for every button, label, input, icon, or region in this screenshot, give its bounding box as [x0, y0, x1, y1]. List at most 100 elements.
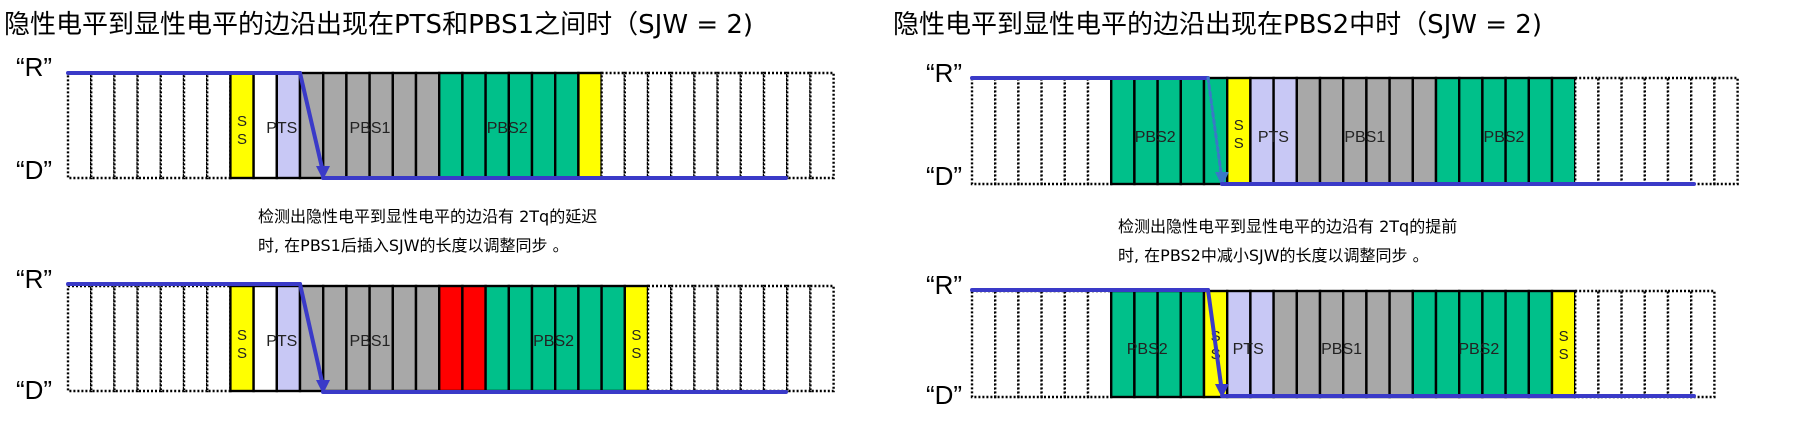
- pbs2-segment: [507, 284, 534, 393]
- pbs1-segment: [1388, 289, 1414, 399]
- pts-label: PTS: [266, 120, 297, 137]
- pts-label: PTS: [1258, 129, 1289, 146]
- sync-cell: [136, 71, 163, 180]
- pbs2-label: PBS2: [533, 333, 574, 350]
- pbs1-label: PBS1: [1344, 129, 1385, 146]
- pbs2-label: PBS2: [1484, 129, 1525, 146]
- level-d-label: “D”: [926, 380, 963, 410]
- pbs2-segment: [1179, 289, 1206, 399]
- edge-shift-line: [1206, 76, 1224, 182]
- edge-transition: [298, 282, 325, 388]
- pbs1-segment: [391, 284, 418, 393]
- sync-cell: [1017, 289, 1043, 399]
- advance-note-line: 时, 在PBS2中减小SJW的长度以调整同步 。: [1118, 246, 1429, 265]
- pbs1-segment: [1411, 76, 1438, 186]
- ss-label: S: [237, 113, 247, 130]
- sync-cell: [1040, 76, 1066, 186]
- sync-cell: [994, 76, 1020, 186]
- edge-arrowhead: [316, 166, 330, 180]
- sync-cell: [623, 71, 650, 180]
- pbs2-segment: [1179, 76, 1206, 186]
- level-r-label: “R”: [926, 270, 963, 300]
- pbs2-segment: [1527, 289, 1554, 399]
- ss-label: S: [631, 327, 641, 344]
- pbs2-segment: [461, 71, 487, 180]
- pbs2-segment: [600, 284, 626, 393]
- pbs2-label: PBS2: [1127, 341, 1168, 358]
- sync-cell: [1086, 76, 1113, 186]
- pbs1-segment: [1272, 289, 1298, 399]
- sync-cell: [646, 284, 673, 393]
- sync-cell: [970, 289, 997, 399]
- sync-cell: [159, 284, 186, 393]
- ss-label: S: [1234, 117, 1244, 134]
- sync-cell: [182, 71, 209, 180]
- pbs2-segment: [577, 284, 603, 393]
- sync-cell: [1643, 76, 1670, 186]
- pbs1-segment: [391, 71, 418, 180]
- pbs2-segment: [1434, 289, 1461, 399]
- pbs1-segment: [1365, 289, 1391, 399]
- pbs2-segment: [1411, 289, 1438, 399]
- ss-label: S: [237, 345, 247, 362]
- sync-cell: [89, 71, 116, 180]
- pbs2-segment: [438, 71, 464, 180]
- level-r-label: “R”: [926, 58, 963, 88]
- sync-cell: [205, 71, 232, 180]
- sync-cell: [994, 289, 1020, 399]
- sync-cell: [113, 71, 139, 180]
- pbs1-segment: [1295, 76, 1322, 186]
- sync-cell: [1689, 289, 1716, 399]
- sync-cell: [182, 284, 209, 393]
- level-r-label: “R”: [16, 52, 53, 82]
- pbs2-label: PBS2: [1458, 341, 1499, 358]
- sync-cell: [1620, 289, 1646, 399]
- sync-cell: [693, 71, 719, 180]
- sync-cell: [1689, 76, 1716, 186]
- advance-note: 检测出隐性电平到显性电平的边沿有 2Tq的提前 时, 在PBS2中减小SJW的长…: [1118, 212, 1457, 270]
- edge-arrowhead: [1215, 172, 1229, 186]
- sync-cell: [1666, 76, 1693, 186]
- sync-cell: [809, 284, 835, 393]
- sync-cell: [1040, 289, 1066, 399]
- pbs2-label: PBS2: [1135, 129, 1176, 146]
- ss-label: S: [237, 131, 247, 148]
- pbs1-label: PBS1: [1321, 341, 1362, 358]
- sync-cell: [66, 71, 93, 180]
- level-d-label: “D”: [926, 161, 963, 191]
- sync-cell: [1713, 76, 1739, 186]
- sync-cell: [66, 284, 93, 393]
- level-d-label: “D”: [16, 155, 53, 185]
- delay-note: 检测出隐性电平到显性电平的边沿有 2Tq的延迟 时, 在PBS1后插入SJW的长…: [258, 202, 597, 260]
- sync-cell: [646, 71, 673, 180]
- sync-cell: [1573, 289, 1600, 399]
- pts-label: PTS: [266, 333, 297, 350]
- sync-cell: [809, 71, 835, 180]
- title-right: 隐性电平到显性电平的边沿出现在PBS2中时（SJW = 2): [893, 10, 1542, 40]
- sjw-insert-segment: [438, 284, 464, 393]
- ss-label: S: [1559, 328, 1569, 345]
- ss-label: S: [1559, 346, 1569, 363]
- pbs1-segment: [414, 284, 441, 393]
- pbs1-label: PBS1: [350, 120, 391, 137]
- sync-cell: [1597, 76, 1623, 186]
- pts-label: PTS: [1233, 341, 1264, 358]
- sync-cell: [970, 76, 997, 186]
- edge-arrowhead: [1215, 384, 1229, 398]
- pbs2-segment: [1550, 76, 1577, 186]
- delay-note-line: 时, 在PBS1后插入SJW的长度以调整同步 。: [258, 236, 569, 255]
- pbs1-segment: [1295, 289, 1322, 399]
- sjw-insert-segment: [461, 284, 487, 393]
- sync-cell: [1063, 76, 1090, 186]
- sync-cell: [693, 284, 719, 393]
- ss-segment: [577, 71, 603, 180]
- pbs1-segment: [322, 284, 348, 393]
- sync-cell: [113, 284, 139, 393]
- title-left: 隐性电平到显性电平的边沿出现在PTS和PBS1之间时（SJW = 2): [4, 10, 754, 40]
- sync-cell: [1086, 289, 1113, 399]
- level-d-label: “D”: [16, 375, 53, 405]
- pbs2-segment: [554, 71, 580, 180]
- pbs1-segment: [322, 71, 348, 180]
- pbs1-label: PBS1: [350, 333, 391, 350]
